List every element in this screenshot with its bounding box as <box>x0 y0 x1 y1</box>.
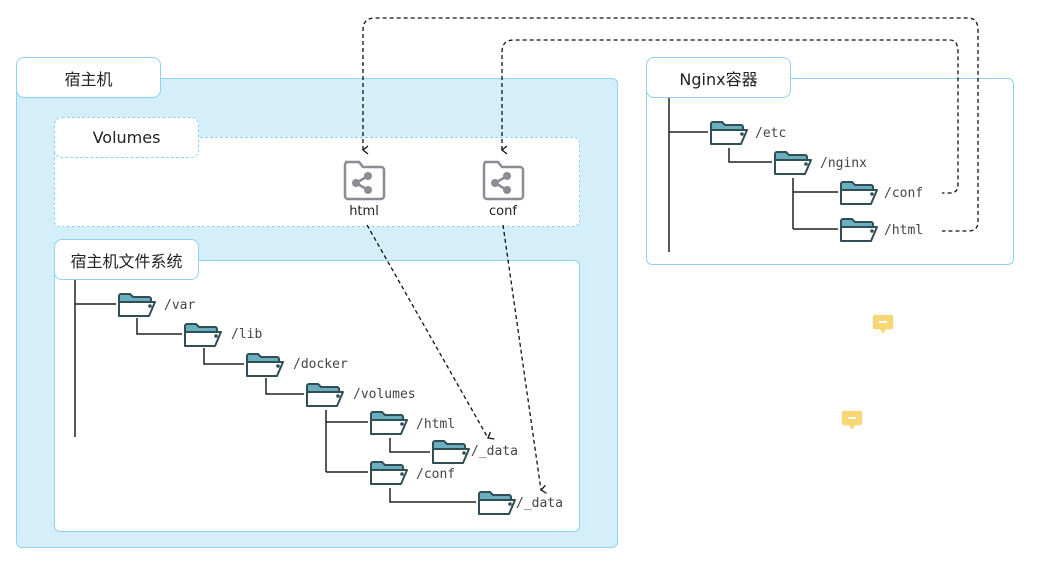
tree-label: /nginx <box>820 156 867 171</box>
volume-label: conf <box>489 204 517 219</box>
folder-icon <box>478 491 516 515</box>
tree-label: /_data <box>471 444 518 459</box>
folder-icon <box>118 293 156 317</box>
folder-html[interactable] <box>368 408 410 440</box>
folder-icon <box>840 218 878 242</box>
folder-icon <box>306 383 344 407</box>
folder-volumes[interactable] <box>304 380 346 412</box>
folder-icon <box>432 440 470 464</box>
comment-note-icon[interactable] <box>842 411 862 430</box>
container-title: Nginx容器 <box>646 57 791 98</box>
folder-icon <box>774 151 812 175</box>
tree-label: /volumes <box>353 387 416 402</box>
volume-html[interactable]: html <box>334 158 394 224</box>
tree-label: /conf <box>884 186 924 201</box>
share-folder-icon <box>482 160 525 201</box>
folder-icon <box>370 461 408 485</box>
container-panel <box>646 78 1014 265</box>
folder-icon <box>710 121 748 145</box>
folder-icon <box>184 323 222 347</box>
tree-label: /lib <box>231 327 263 342</box>
folder-container-conf[interactable] <box>838 178 880 210</box>
folder-lib[interactable] <box>182 320 224 352</box>
share-folder-icon <box>343 160 386 201</box>
host-title: 宿主机 <box>16 57 161 98</box>
filesystem-title: 宿主机文件系统 <box>54 239 199 280</box>
folder-var[interactable] <box>116 290 158 322</box>
folder-docker[interactable] <box>244 350 286 382</box>
folder-icon <box>840 181 878 205</box>
tree-label: /var <box>164 298 196 313</box>
folder-etc[interactable] <box>708 118 750 150</box>
volume-label: html <box>349 204 379 219</box>
tree-label: /html <box>884 223 924 238</box>
folder-icon <box>246 353 284 377</box>
folder-icon <box>370 411 408 435</box>
comment-note-icon[interactable] <box>873 315 893 334</box>
folder-conf[interactable] <box>368 458 410 490</box>
tree-label: /html <box>416 417 456 432</box>
folder-html-data[interactable] <box>430 437 472 469</box>
folder-nginx[interactable] <box>772 148 814 180</box>
volume-conf[interactable]: conf <box>473 158 533 224</box>
tree-label: /docker <box>293 357 348 372</box>
tree-label: /conf <box>416 467 456 482</box>
tree-label: /_data <box>516 496 563 511</box>
folder-conf-data[interactable] <box>476 488 518 520</box>
volumes-title: Volumes <box>54 117 199 158</box>
filesystem-panel <box>54 260 580 532</box>
tree-label: /etc <box>755 126 787 141</box>
folder-container-html[interactable] <box>838 215 880 247</box>
